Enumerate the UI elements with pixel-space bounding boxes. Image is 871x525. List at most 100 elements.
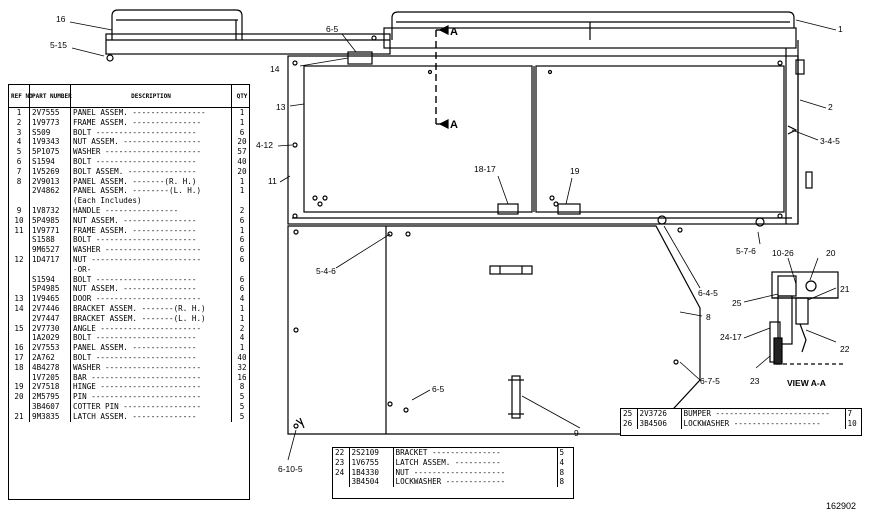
cell-qty: 7 bbox=[847, 409, 853, 418]
callout-2: 2 bbox=[828, 102, 833, 112]
callout-21: 21 bbox=[840, 284, 850, 294]
cell-part: 1V9465 bbox=[29, 294, 71, 304]
cell-qty: 5 bbox=[239, 401, 245, 411]
cell-desc: BRACKET ASSEM. -------(R. H.) bbox=[70, 303, 232, 314]
cell-desc: BOLT ---------------------- bbox=[70, 156, 232, 167]
cell-qty: 6 bbox=[239, 215, 245, 225]
cell-qty: 8 bbox=[559, 477, 565, 487]
cell-qty: 6 bbox=[239, 245, 245, 255]
cell-part: 2V9013 bbox=[29, 176, 71, 187]
callout-6-4-5: 6-4-5 bbox=[698, 288, 718, 298]
cell-desc: DOOR ----------------------- bbox=[70, 294, 232, 304]
leader-lines bbox=[69, 19, 837, 461]
callout-6-7-5: 6-7-5 bbox=[700, 376, 720, 386]
cell-ref bbox=[9, 196, 30, 206]
cell-qty: 4 bbox=[239, 333, 245, 343]
cell-ref: 4 bbox=[9, 137, 30, 148]
cell-part: 2V7730 bbox=[29, 323, 71, 334]
cell-ref: 6 bbox=[9, 156, 30, 167]
cell-ref: 14 bbox=[9, 303, 30, 314]
cell-ref bbox=[9, 235, 30, 246]
cell-desc: -OR- bbox=[70, 264, 232, 275]
cell-desc: HANDLE ---------------- bbox=[70, 205, 232, 216]
cell-qty: 6 bbox=[239, 127, 245, 137]
cell-part: 3B4504 bbox=[349, 477, 394, 488]
cell-part bbox=[29, 264, 71, 275]
cell-ref bbox=[9, 313, 30, 324]
main-cabinet bbox=[287, 40, 813, 225]
cell-part: 4B4278 bbox=[29, 362, 71, 373]
cell-ref: 22 bbox=[333, 448, 350, 458]
cell-qty: 2 bbox=[239, 323, 245, 333]
cell-part: 1V7205 bbox=[29, 372, 71, 383]
cell-qty: 6 bbox=[239, 284, 245, 294]
cell-qty: 57 bbox=[237, 147, 247, 157]
arrow-up-right-icon bbox=[438, 25, 449, 35]
cell-ref bbox=[9, 245, 30, 255]
section-line bbox=[435, 29, 446, 125]
cell-part: 2V7553 bbox=[29, 343, 71, 353]
cell-desc: BOLT ---------------------- bbox=[70, 352, 232, 363]
cell-part: 1V8732 bbox=[29, 205, 71, 216]
cell-desc: FRAME ASSEM. --------------- bbox=[70, 117, 232, 128]
cell-desc: BOLT ASSEM. --------------- bbox=[70, 166, 232, 177]
cell-ref: 18 bbox=[9, 362, 30, 373]
cell-desc: FRAME ASSEM. -------------- bbox=[70, 225, 232, 236]
cell-part: 1V9771 bbox=[29, 225, 71, 236]
cell-ref: 5 bbox=[9, 147, 30, 157]
section-mark-top: A bbox=[450, 26, 458, 38]
cell-ref: 13 bbox=[9, 294, 30, 304]
cell-qty: 1 bbox=[239, 343, 245, 353]
cell-part: S1594 bbox=[29, 274, 71, 285]
cell-desc: BOLT ---------------------- bbox=[70, 127, 232, 138]
callout-16: 16 bbox=[56, 14, 66, 24]
callout-4-12: 4-12 bbox=[256, 140, 273, 150]
cell-desc: PIN ------------------------ bbox=[70, 392, 232, 402]
cell-qty: 5 bbox=[239, 411, 245, 421]
cell-desc: NUT ASSEM. ---------------- bbox=[70, 215, 232, 226]
section-arrows bbox=[438, 25, 449, 129]
callout-23: 23 bbox=[750, 376, 760, 386]
cell-qty: 10 bbox=[847, 418, 857, 428]
arrow-down-right-icon bbox=[438, 119, 449, 129]
cell-qty: 1 bbox=[239, 225, 245, 235]
cell-part: 2M5795 bbox=[29, 392, 71, 402]
cell-qty: 1 bbox=[239, 186, 245, 196]
cell-qty: 20 bbox=[237, 166, 247, 176]
cell-part: 3B4506 bbox=[637, 418, 682, 429]
cell-part: 1V9773 bbox=[29, 117, 71, 128]
cell-ref: 24 bbox=[333, 467, 350, 478]
callout-6-5-lower: 6-5 bbox=[432, 384, 445, 394]
cell-desc: BAR ------------------------ bbox=[70, 372, 232, 383]
top-rail-assembly bbox=[105, 9, 797, 62]
cell-part: 1D4717 bbox=[29, 254, 71, 265]
cell-part: 9M3835 bbox=[29, 411, 71, 422]
cell-ref: 12 bbox=[9, 254, 30, 265]
cell-desc: LOCKWASHER ------------- bbox=[393, 477, 558, 488]
callout-9: 9 bbox=[574, 428, 579, 438]
cell-qty: 8 bbox=[559, 467, 565, 477]
cell-qty: 16 bbox=[237, 372, 247, 382]
callout-6-10-5: 6-10-5 bbox=[278, 464, 303, 474]
cell-qty: 1 bbox=[239, 303, 245, 313]
callout-3-4-5: 3-4-5 bbox=[820, 136, 840, 146]
cell-part: S1588 bbox=[29, 235, 71, 246]
cell-desc: NUT ASSEM. ---------------- bbox=[70, 284, 232, 295]
